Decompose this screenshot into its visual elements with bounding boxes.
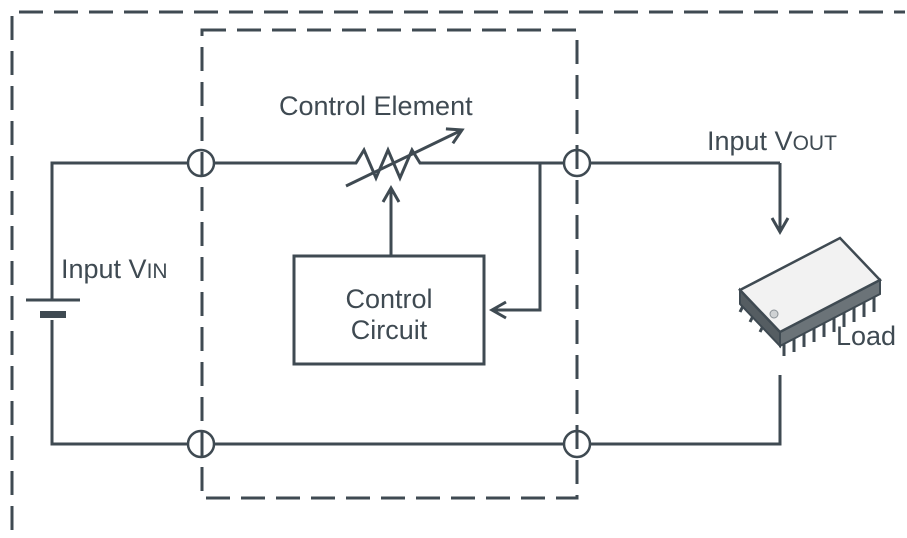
- control-element-label: Control Element: [279, 91, 473, 121]
- terminal-node-icon: [186, 429, 216, 459]
- input-vout-prefix: Input V: [707, 126, 793, 156]
- control-circuit-label: Control Circuit: [294, 284, 484, 346]
- input-vin-label: Input VIN: [61, 256, 168, 283]
- control-circuit-box: [292, 254, 486, 366]
- battery-icon: [26, 298, 80, 318]
- terminal-node-icon: [562, 148, 592, 178]
- load-label: Load: [836, 321, 897, 351]
- top-wire-left: [50, 161, 188, 300]
- bottom-wire-right: [590, 375, 782, 446]
- variable-resistor-icon: [345, 127, 465, 188]
- control-circuit-line1: Control: [345, 284, 433, 314]
- input-vout-label: Input VOUT: [707, 128, 837, 155]
- ic-chip-icon: [737, 236, 883, 356]
- input-vin-prefix: Input V: [61, 254, 147, 284]
- input-vout-subscript: OUT: [792, 132, 837, 155]
- control-circuit-line2: Circuit: [350, 315, 428, 345]
- terminal-node-icon: [562, 429, 592, 459]
- regulator-dashed-boundary: [200, 28, 579, 500]
- input-vin-subscript: IN: [146, 260, 168, 283]
- terminal-node-icon: [186, 148, 216, 178]
- feedback-line: [488, 163, 542, 320]
- bottom-wire-left: [50, 320, 188, 446]
